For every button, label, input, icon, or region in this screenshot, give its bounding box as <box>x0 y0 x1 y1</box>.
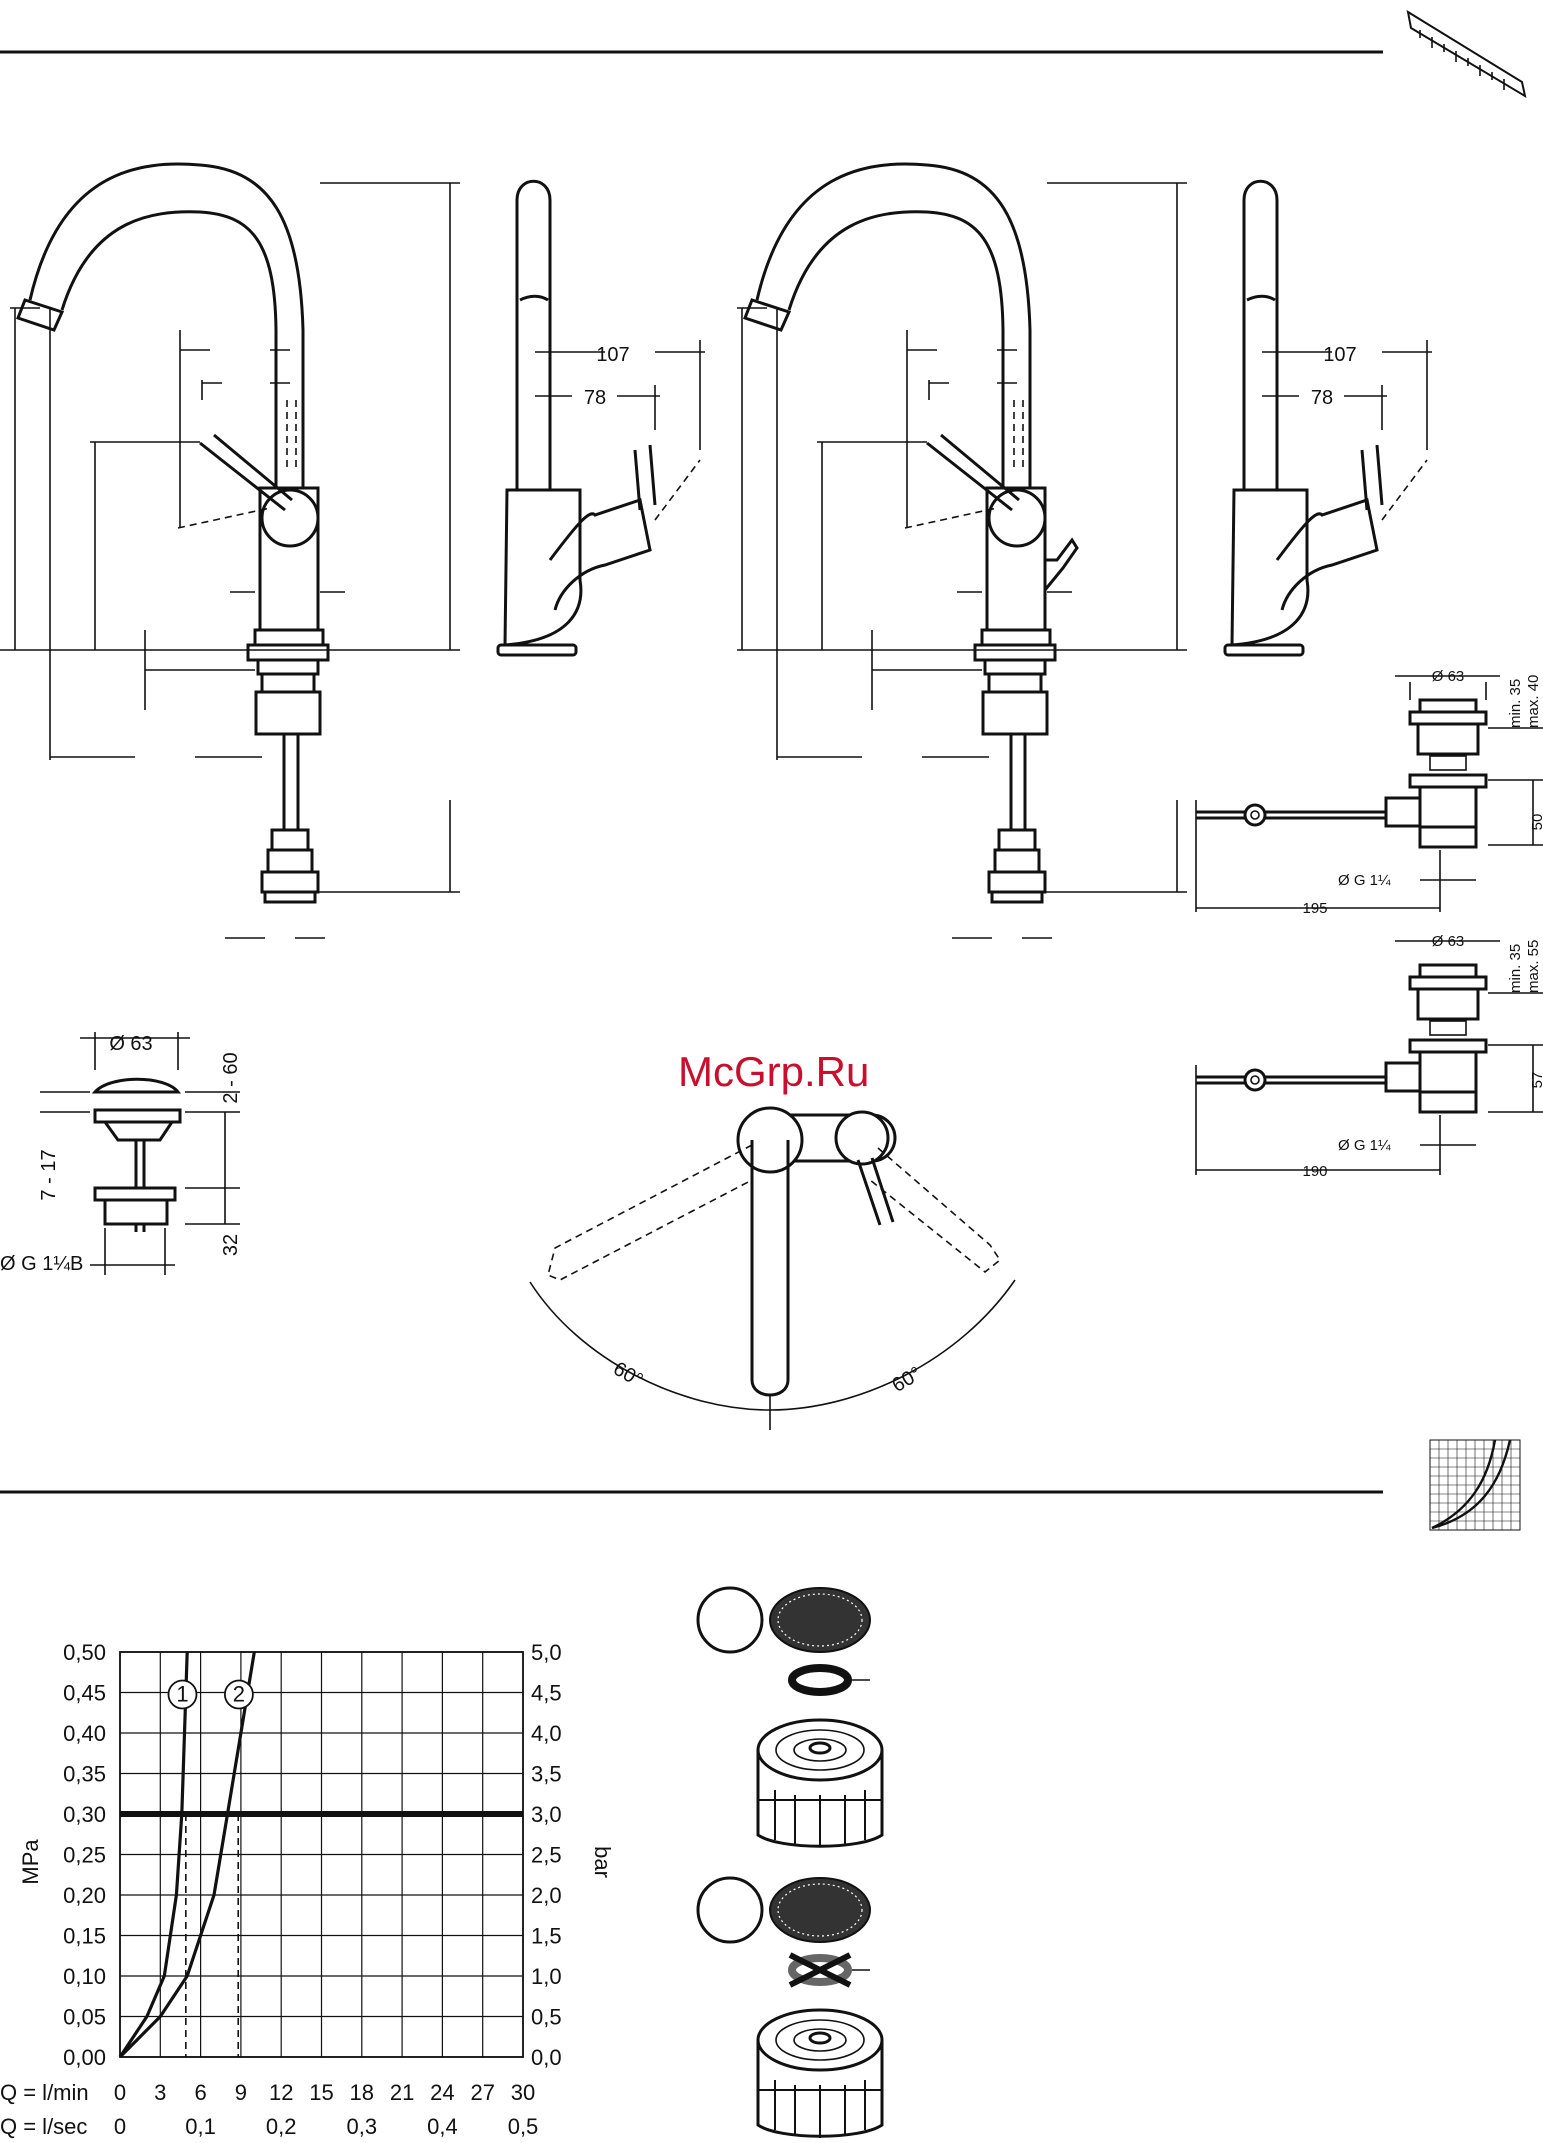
wv2-diameter: Ø 63 <box>1432 933 1465 950</box>
y-right-tick-4: 2,0 <box>531 1883 562 1908</box>
y-axis-right-ticks: 0,0 0,5 1,0 1,5 2,0 2,5 3,0 3,5 4,0 4,5 5,0 <box>531 1640 562 2070</box>
y-axis-right-label: bar <box>590 1846 615 1878</box>
y-left-tick-4: 0,20 <box>63 1883 106 1908</box>
y-left-tick-5: 0,25 <box>63 1843 106 1868</box>
seal-ring-icon <box>788 1664 852 1696</box>
pv-thread: Ø G 1¼B <box>0 1253 83 1275</box>
push-valve-drawing: Ø 63 2 - 60 7 - 17 32 Ø G 1¼B <box>0 1032 242 1275</box>
wv2-max: max. 55 <box>1525 940 1542 993</box>
y-right-tick-3: 1,5 <box>531 1924 562 1949</box>
series-marker-1 <box>167 1679 198 1710</box>
aerator-assembly-2 <box>696 1876 884 2138</box>
wv2-height: 57 <box>1529 1072 1543 1089</box>
dim-78-label-1: 78 <box>584 387 606 409</box>
y-right-tick-5: 2,5 <box>531 1843 562 1868</box>
rotation-top-view: McGrp.Ru 60° 60° <box>529 1048 1016 1430</box>
wv1-height: 50 <box>1529 814 1543 831</box>
y-right-tick-8: 4,0 <box>531 1721 562 1746</box>
series-line-1 <box>118 1651 189 2058</box>
y-right-tick-1: 0,5 <box>531 2005 562 2030</box>
y-left-tick-7: 0,35 <box>63 1762 106 1787</box>
x-lsec-tick-5: 0,5 <box>508 2114 539 2139</box>
dim-107-label-1: 107 <box>596 344 629 366</box>
y-right-tick-0: 0,0 <box>531 2045 562 2070</box>
pv-diameter: Ø 63 <box>109 1033 152 1055</box>
y-axis-left-label: MPa <box>18 1839 43 1885</box>
pv-height: 32 <box>220 1234 242 1256</box>
faucet-side-view-1: 107 78 <box>496 179 705 657</box>
aerator-mesh-icon-2 <box>769 1877 871 1943</box>
x-lmin-tick-8: 24 <box>430 2080 454 2105</box>
series-label-1: 1 <box>176 1682 188 1707</box>
faucet-side-view-2: 107 78 <box>1223 179 1432 657</box>
chart-frame <box>119 1651 524 2058</box>
y-left-tick-10: 0,50 <box>63 1640 106 1665</box>
y-right-tick-9: 4,5 <box>531 1681 562 1706</box>
series-line-2 <box>118 1651 256 2059</box>
ruler-icon <box>1406 9 1527 99</box>
x-lmin-tick-5: 15 <box>309 2080 333 2105</box>
y-axis-left-ticks: 0,00 0,05 0,10 0,15 0,20 0,25 0,30 0,35 0,40 0,45… <box>63 1640 106 2070</box>
y-right-tick-7: 3,5 <box>531 1762 562 1787</box>
x-row2-label: Q = l/sec <box>0 2114 87 2139</box>
seal-ring-crossed-icon <box>788 1954 852 1986</box>
y-right-tick-2: 1,0 <box>531 1964 562 1989</box>
y-left-tick-2: 0,10 <box>63 1964 106 1989</box>
x-row1-label: Q = l/min <box>0 2080 89 2105</box>
x-lmin-tick-3: 9 <box>235 2080 247 2105</box>
wv2-length: 190 <box>1302 1163 1327 1180</box>
waste-valve-drawing-1: Ø 63 min. 35 max. 40 50 Ø G 1¼ 195 <box>1195 668 1543 917</box>
aerator-assembly-1 <box>696 1586 884 1848</box>
wv1-thread: Ø G 1¼ <box>1338 872 1391 889</box>
y-left-tick-0: 0,00 <box>63 2045 106 2070</box>
waste-valve-drawing-2: Ø 63 min. 35 max. 55 57 Ø G 1¼ 190 <box>1195 933 1543 1180</box>
left-angle: 60° <box>609 1358 646 1392</box>
wv2-min: min. 35 <box>1507 944 1524 993</box>
x-lmin-tick-1: 3 <box>154 2080 166 2105</box>
y-right-tick-10: 5,0 <box>531 1640 562 1665</box>
dim-107-label-2: 107 <box>1323 344 1356 366</box>
x-lsec-tick-0: 0 <box>114 2114 126 2139</box>
series-marker-2 <box>223 1679 254 1710</box>
x-lmin-tick-9: 27 <box>470 2080 494 2105</box>
series-label-2: 2 <box>233 1682 245 1707</box>
aerator-marker-circle-1 <box>696 1586 764 1654</box>
watermark: McGrp.Ru <box>678 1048 869 1095</box>
x-lsec-tick-2: 0,2 <box>266 2114 297 2139</box>
x-lsec-tick-3: 0,3 <box>347 2114 378 2139</box>
pv-range-top: 2 - 60 <box>220 1052 242 1103</box>
x-lmin-tick-6: 18 <box>350 2080 374 2105</box>
x-lmin-tick-2: 6 <box>194 2080 206 2105</box>
y-left-tick-3: 0,15 <box>63 1924 106 1949</box>
wv1-diameter: Ø 63 <box>1432 668 1465 685</box>
wv1-max: max. 40 <box>1525 675 1542 728</box>
x-lmin-tick-7: 21 <box>390 2080 414 2105</box>
chart-dashed-markers <box>185 1814 240 2057</box>
x-lmin-tick-4: 12 <box>269 2080 293 2105</box>
flow-chart-icon <box>1429 1439 1521 1531</box>
wv1-min: min. 35 <box>1507 679 1524 728</box>
y-left-tick-6: 0,30 <box>63 1802 106 1827</box>
aerator-marker-circle-2 <box>696 1876 764 1944</box>
y-right-tick-6: 3,0 <box>531 1802 562 1827</box>
y-left-tick-8: 0,40 <box>63 1721 106 1746</box>
x-axis-lsec-ticks: 0 0,1 0,2 0,3 0,4 0,5 <box>114 2114 538 2139</box>
pv-range-left: 7 - 17 <box>38 1149 60 1200</box>
x-lsec-tick-4: 0,4 <box>427 2114 458 2139</box>
y-left-tick-1: 0,05 <box>63 2005 106 2030</box>
dim-78-label-2: 78 <box>1311 387 1333 409</box>
x-axis-lmin-ticks: 0 3 6 9 12 15 18 21 24 27 30 <box>114 2080 535 2105</box>
aerator-mesh-icon <box>769 1587 871 1653</box>
faucet-front-view-2 <box>737 162 1187 939</box>
x-lmin-tick-0: 0 <box>114 2080 126 2105</box>
wv2-thread: Ø G 1¼ <box>1338 1137 1391 1154</box>
y-left-tick-9: 0,45 <box>63 1681 106 1706</box>
x-lsec-tick-1: 0,1 <box>185 2114 216 2139</box>
faucet-front-view-1 <box>0 162 460 939</box>
x-lmin-tick-10: 30 <box>511 2080 535 2105</box>
wv1-length: 195 <box>1302 900 1327 917</box>
